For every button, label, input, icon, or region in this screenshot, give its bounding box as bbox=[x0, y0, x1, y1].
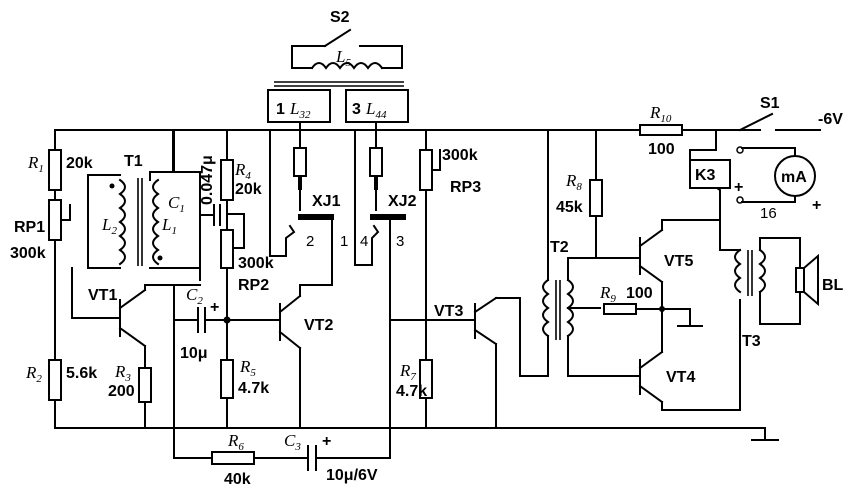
svg-text:C2: C2 bbox=[186, 285, 203, 307]
svg-text:R7: R7 bbox=[399, 361, 416, 383]
t1-label: T1 bbox=[124, 153, 143, 170]
potentiometer-rp3 bbox=[419, 149, 433, 191]
svg-text:4.7k: 4.7k bbox=[396, 383, 427, 400]
vt5-label: VT5 bbox=[664, 253, 693, 270]
s2-label: S2 bbox=[330, 9, 350, 26]
svg-text:R3: R3 bbox=[114, 362, 131, 384]
s1-label: S1 bbox=[760, 95, 780, 112]
ground-symbol bbox=[751, 427, 779, 441]
resistor-r4 bbox=[220, 159, 234, 201]
supply-label: -6V bbox=[818, 111, 843, 128]
svg-text:5.6k: 5.6k bbox=[66, 365, 97, 382]
speaker-bl bbox=[795, 253, 819, 307]
vt3-label: VT3 bbox=[434, 303, 463, 320]
svg-text:300k: 300k bbox=[442, 147, 478, 164]
resistor-r9 bbox=[603, 303, 637, 315]
r2-label: R2 bbox=[25, 363, 42, 385]
svg-text:+: + bbox=[322, 433, 331, 450]
coil-l5: L5 bbox=[274, 47, 404, 87]
svg-text:L1: L1 bbox=[161, 215, 177, 237]
svg-text:R9: R9 bbox=[599, 283, 616, 305]
xj1-label: XJ1 bbox=[312, 193, 341, 210]
svg-text:RP3: RP3 bbox=[450, 179, 481, 196]
svg-text:10μ: 10μ bbox=[180, 345, 208, 362]
transistor-vt1 bbox=[71, 267, 201, 369]
potentiometer-rp1 bbox=[48, 199, 62, 241]
svg-text:200: 200 bbox=[108, 383, 135, 400]
transistor-vt2 bbox=[278, 251, 333, 429]
svg-text:R6: R6 bbox=[227, 431, 244, 453]
resistor-r6 bbox=[211, 451, 255, 465]
svg-text:L32: L32 bbox=[289, 99, 311, 121]
svg-text:20k: 20k bbox=[235, 181, 262, 198]
vt2-label: VT2 bbox=[304, 317, 333, 334]
svg-text:100: 100 bbox=[626, 285, 653, 302]
svg-text:45k: 45k bbox=[556, 199, 583, 216]
bl-label: BL bbox=[822, 277, 844, 294]
capacitor-c2: + bbox=[173, 299, 281, 333]
svg-text:K3: K3 bbox=[695, 167, 716, 184]
svg-text:L44: L44 bbox=[365, 99, 387, 121]
r1-label: R1 bbox=[27, 153, 44, 175]
svg-text:RP2: RP2 bbox=[238, 277, 269, 294]
resistor-r5 bbox=[220, 359, 234, 399]
svg-text:20k: 20k bbox=[66, 155, 93, 172]
resistor-r8 bbox=[589, 179, 603, 217]
vt1-label: VT1 bbox=[88, 287, 117, 304]
svg-text:10μ/6V: 10μ/6V bbox=[326, 467, 378, 484]
svg-text:R8: R8 bbox=[565, 171, 582, 193]
resistor-r10 bbox=[639, 124, 683, 136]
svg-text:1: 1 bbox=[340, 233, 348, 250]
jack-xj2: 4 3 bbox=[360, 214, 406, 257]
resistor-r3 bbox=[138, 367, 152, 403]
svg-text:4: 4 bbox=[360, 233, 368, 250]
svg-text:R5: R5 bbox=[239, 357, 256, 379]
svg-text:300k: 300k bbox=[10, 245, 46, 262]
xj2-label: XJ2 bbox=[388, 193, 417, 210]
svg-text:C1: C1 bbox=[168, 193, 185, 215]
svg-text:+: + bbox=[812, 197, 821, 214]
svg-text:300k: 300k bbox=[238, 255, 274, 272]
svg-text:C3: C3 bbox=[284, 431, 301, 453]
jack-xj1: 2 1 bbox=[285, 214, 348, 253]
resistor-r1 bbox=[48, 149, 62, 191]
coil-l44: 3 L44 bbox=[345, 89, 409, 123]
potentiometer-rp2 bbox=[220, 229, 234, 269]
vt4-label: VT4 bbox=[666, 369, 695, 386]
svg-text:mA: mA bbox=[781, 169, 807, 186]
transistor-vt4 bbox=[638, 299, 741, 411]
svg-text:RP1: RP1 bbox=[14, 219, 45, 236]
t2-label: T2 bbox=[550, 239, 569, 256]
svg-text:4.7k: 4.7k bbox=[238, 380, 269, 397]
svg-text:+: + bbox=[734, 179, 743, 196]
svg-text:16: 16 bbox=[760, 205, 777, 222]
svg-text:1: 1 bbox=[276, 101, 285, 118]
switch-s1 bbox=[738, 112, 821, 132]
svg-text:+: + bbox=[210, 299, 219, 316]
plug-xj2 bbox=[369, 121, 383, 211]
svg-text:0.047μ: 0.047μ bbox=[199, 155, 216, 205]
svg-text:100: 100 bbox=[648, 141, 675, 158]
resistor-r2 bbox=[48, 359, 62, 401]
switch-s2: S2 bbox=[291, 9, 403, 69]
svg-text:R10: R10 bbox=[649, 103, 672, 125]
t3-label: T3 bbox=[742, 333, 761, 350]
relay-k3 bbox=[689, 159, 731, 189]
svg-text:3: 3 bbox=[352, 101, 361, 118]
svg-text:3: 3 bbox=[396, 233, 404, 250]
svg-text:2: 2 bbox=[306, 233, 314, 250]
transistor-vt3 bbox=[391, 296, 549, 429]
transistor-vt5 bbox=[638, 219, 721, 310]
l5-label: L5 bbox=[335, 47, 351, 69]
capacitor-c3: + bbox=[307, 433, 331, 471]
coil-l32: 1 L32 bbox=[267, 89, 331, 123]
svg-text:40k: 40k bbox=[224, 471, 251, 488]
svg-text:R4: R4 bbox=[234, 160, 251, 182]
plug-xj1 bbox=[293, 121, 307, 211]
svg-text:L2: L2 bbox=[101, 215, 117, 237]
